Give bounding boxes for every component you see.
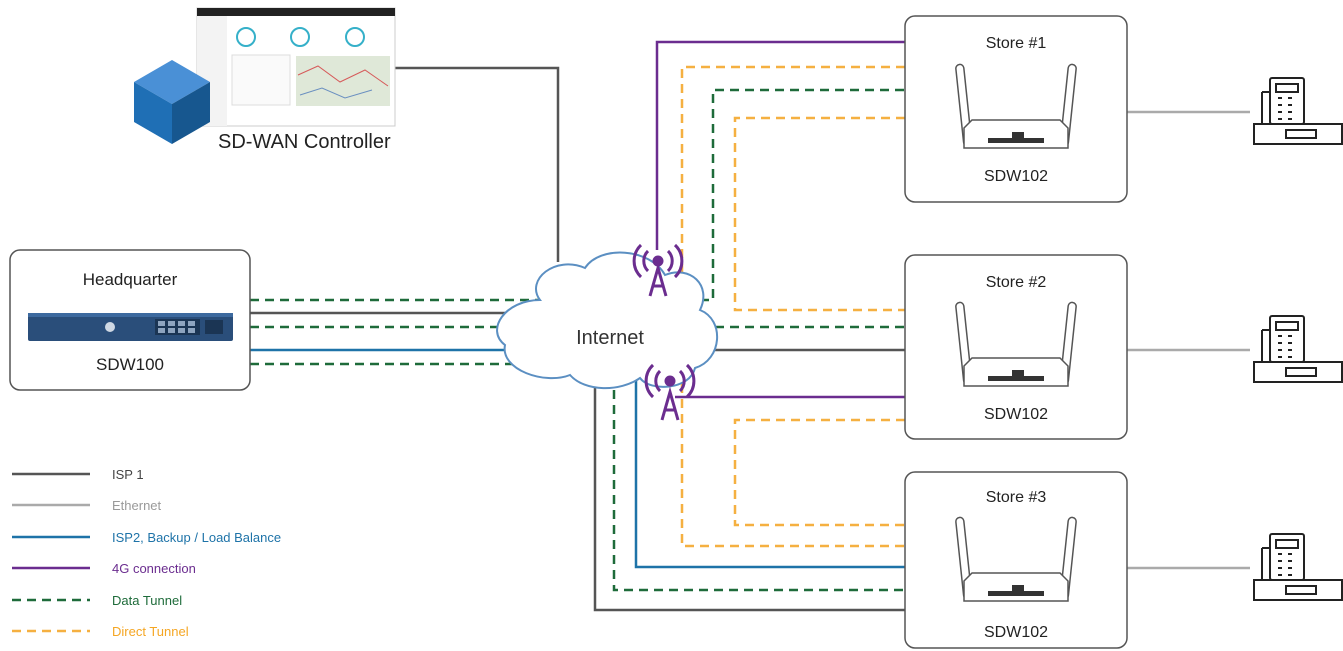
legend-item-ethernet: Ethernet [12, 498, 162, 513]
store-title: Store #2 [986, 274, 1047, 291]
legend-label: Ethernet [112, 498, 162, 513]
store-box-1[interactable]: Store #1 SDW102 [904, 15, 1128, 203]
isp1-store3-line [593, 378, 905, 612]
controller-screenshot [196, 7, 396, 127]
headquarter-title: Headquarter [83, 270, 178, 289]
cash-register-icon [1253, 77, 1343, 145]
router-icon [955, 301, 1077, 387]
headquarter-device: SDW100 [96, 355, 164, 374]
sdw100-device-icon [28, 313, 233, 341]
fourg-store1-line [655, 40, 905, 250]
controller-label: SD-WAN Controller [218, 131, 391, 153]
headquarter-box[interactable]: Headquarter SDW100 [9, 249, 251, 391]
direct-tunnel-store2-store3 [733, 418, 905, 527]
isp1-controller-line [395, 66, 560, 262]
store-box-2[interactable]: Store #2 SDW102 [904, 254, 1128, 440]
cell-tower-icon [632, 243, 684, 297]
router-icon [955, 516, 1077, 602]
legend-item-4g: 4G connection [12, 561, 196, 576]
data-tunnel-hq-store1 [250, 88, 905, 302]
legend-label: 4G connection [112, 561, 196, 576]
store-title: Store #3 [986, 489, 1047, 506]
internet-cloud: Internet [496, 251, 718, 390]
connection-lines [250, 40, 1250, 612]
store-device: SDW102 [984, 624, 1048, 641]
legend-label: Data Tunnel [112, 593, 182, 608]
store-device: SDW102 [984, 168, 1048, 185]
direct-tunnel-store1-store3 [680, 65, 905, 548]
cash-register-icon [1253, 315, 1343, 383]
cash-register-icon [1253, 533, 1343, 601]
direct-tunnel-store1-store2 [733, 116, 905, 312]
legend-label: ISP2, Backup / Load Balance [112, 530, 281, 545]
store-title: Store #1 [986, 35, 1047, 52]
data-tunnel-hq-store3 [250, 362, 905, 592]
cell-tower-icon [644, 363, 696, 421]
legend: ISP 1 Ethernet ISP2, Backup / Load Balan… [12, 467, 281, 639]
legend-item-isp1: ISP 1 [12, 467, 144, 482]
legend-item-data-tunnel: Data Tunnel [12, 593, 182, 608]
store-box-3[interactable]: Store #3 SDW102 [904, 471, 1128, 649]
legend-item-isp2: ISP2, Backup / Load Balance [12, 530, 281, 545]
legend-label: ISP 1 [112, 467, 144, 482]
isp2-store3-line [634, 380, 905, 569]
internet-label: Internet [576, 327, 644, 349]
legend-item-direct-tunnel: Direct Tunnel [12, 624, 189, 639]
store-device: SDW102 [984, 406, 1048, 423]
legend-label: Direct Tunnel [112, 624, 189, 639]
router-icon [955, 63, 1077, 149]
cube-icon [134, 60, 210, 144]
